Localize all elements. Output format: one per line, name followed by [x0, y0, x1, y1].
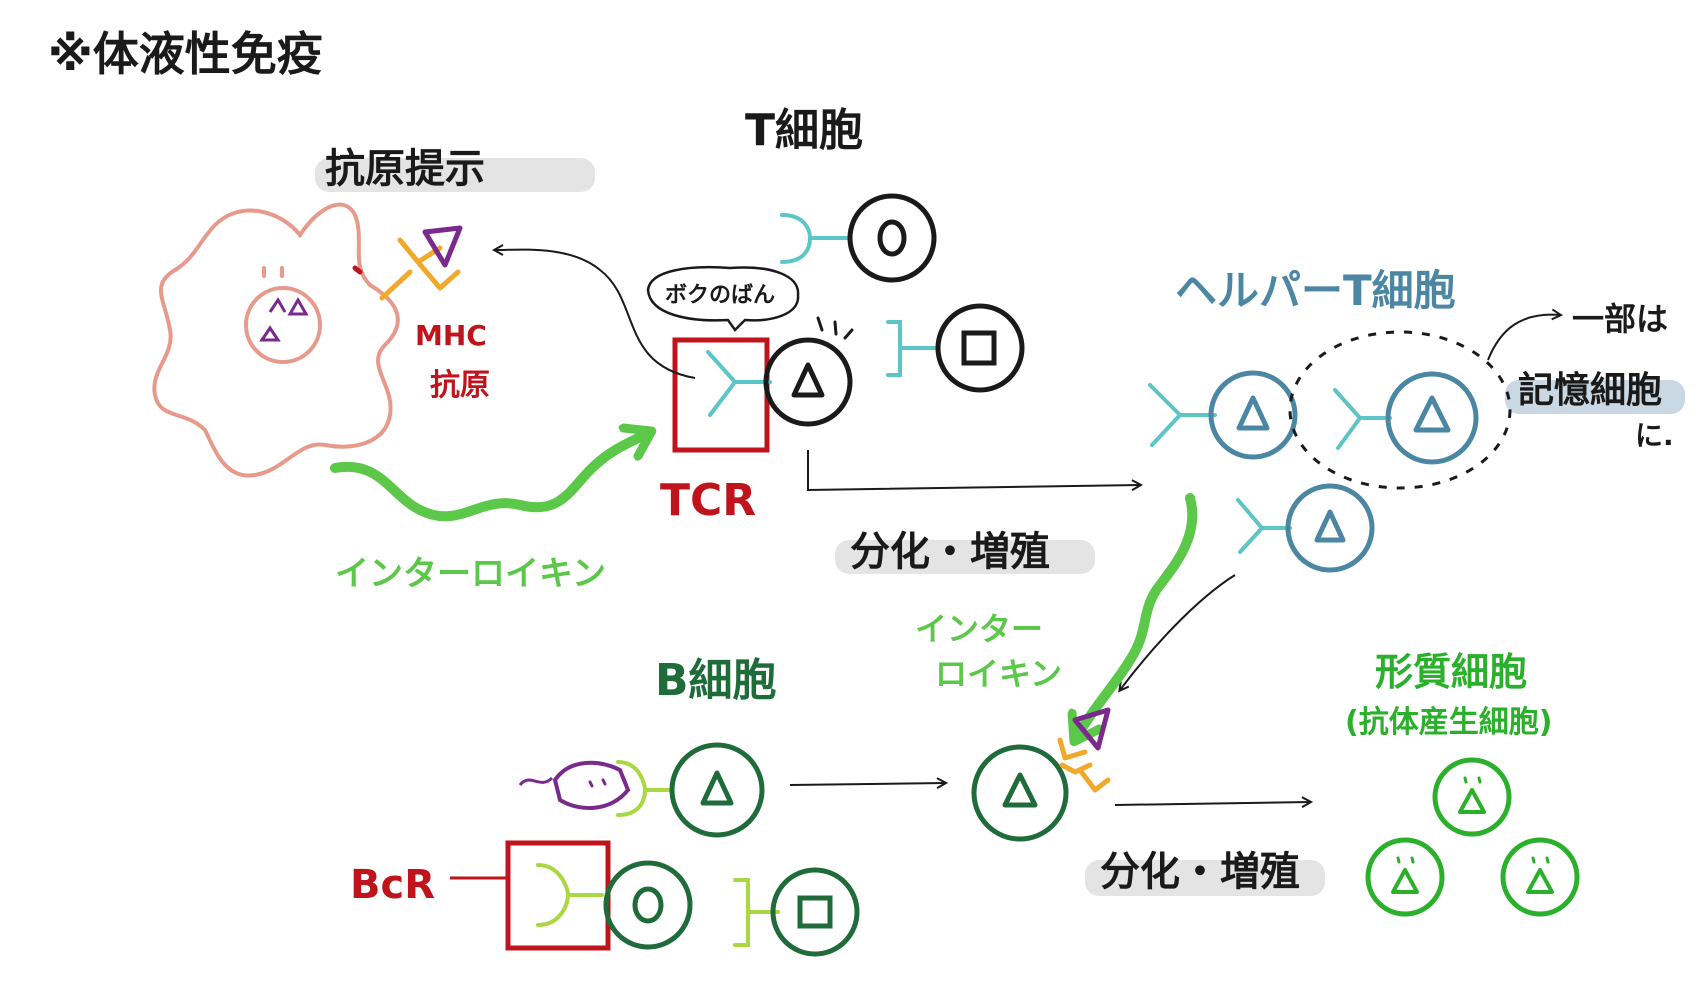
t-cell-1-symbol	[877, 219, 907, 257]
apc-nucleus	[244, 286, 322, 364]
helper-t-2	[1385, 371, 1479, 465]
plasma-cell-1-symbol	[1458, 788, 1486, 814]
activated-b-cell-antigen	[1072, 707, 1111, 751]
label-mhc: MHC	[415, 319, 487, 352]
antigen-pathogen-tail	[518, 776, 554, 787]
label-b-cell: B細胞	[655, 655, 777, 706]
label-interleukin-1: インターロイキン	[335, 554, 606, 594]
antigen-pathogen	[552, 760, 631, 810]
label-bcr: BcR	[350, 862, 435, 908]
apc-red-dot	[352, 265, 363, 275]
interleukin-arrow-1	[330, 432, 650, 522]
helper-t-3-symbol	[1314, 509, 1346, 543]
plasma-cell-2-dots	[1396, 856, 1415, 864]
highlight-diff-prolif-1	[835, 540, 1095, 574]
label-antibody-cell: (抗体産生細胞)	[1345, 705, 1552, 740]
t-cell-1	[847, 193, 937, 283]
label-plasma-cell: 形質細胞	[1375, 650, 1527, 694]
label-interleukin-2b: ロイキン	[935, 655, 1062, 693]
t-cell-3-receptor	[886, 320, 940, 377]
b-cell-2-receptor	[536, 863, 604, 927]
arrow-helper-to-b	[1120, 574, 1236, 690]
helper-t-3-receptor	[1236, 498, 1292, 554]
plasma-cell-3-symbol	[1526, 868, 1554, 894]
activated-b-cell-symbol	[1002, 772, 1038, 808]
plasma-cell-3-dots	[1531, 856, 1550, 864]
arrow-b-cell-activation	[789, 783, 945, 785]
highlight-antigen-presentation	[315, 158, 595, 192]
label-diff-prolif-1: 分化・増殖	[850, 529, 1050, 575]
helper-t-2-receptor	[1333, 388, 1392, 450]
b-cell-1-symbol	[700, 770, 734, 806]
antigen-pathogen-eyes	[588, 778, 607, 788]
plasma-cell-1-dots	[1463, 776, 1482, 784]
b-cell-1	[669, 742, 765, 838]
arrow-to-helper-t	[807, 450, 1140, 492]
t-cell-3	[935, 303, 1025, 393]
b-cell-2	[603, 860, 693, 950]
activated-b-cell-mhc	[1057, 737, 1111, 793]
label-diff-prolif-2: 分化・増殖	[1100, 849, 1300, 895]
tcr-box	[672, 337, 770, 453]
label-memory-3: に.	[1635, 419, 1674, 452]
presented-antigen	[422, 225, 463, 268]
helper-t-3	[1285, 483, 1375, 573]
activated-b-cell	[971, 744, 1069, 842]
interleukin-arrow-2	[1075, 493, 1198, 740]
antigen-presenting-cell	[152, 202, 400, 478]
label-memory-2: 記憶細胞	[1518, 370, 1662, 411]
b-cell-1-receptor	[616, 760, 674, 817]
highlight-diff-prolif-2	[1085, 860, 1325, 896]
plasma-cell-3	[1500, 837, 1580, 917]
label-helper-t: ヘルパーT細胞	[1175, 266, 1456, 315]
label-antigen: 抗原	[430, 368, 490, 403]
helper-t-2-symbol	[1413, 395, 1451, 433]
arrow-tcr-to-antigen	[495, 250, 696, 379]
label-memory-1: 一部は	[1572, 300, 1668, 338]
helper-t-1	[1208, 370, 1298, 460]
label-t-cell: T細胞	[745, 105, 863, 156]
label-interleukin-2a: インター	[915, 610, 1043, 648]
b-cell-2-symbol	[632, 886, 664, 924]
t-cell-2-symbol	[791, 362, 825, 398]
speech-bubble-text: ボクのばん	[665, 283, 775, 308]
b-cell-3-symbol	[797, 895, 833, 929]
b-cell-3	[770, 867, 860, 957]
t-cell-2-receptor	[706, 350, 772, 417]
apc-antigen-small-1	[268, 297, 287, 313]
arrow-to-plasma	[1114, 802, 1310, 805]
t-cell-2	[763, 337, 853, 427]
t-cell-3-symbol	[961, 330, 997, 366]
plasma-cell-2-symbol	[1391, 868, 1419, 894]
label-tcr: TCR	[660, 475, 756, 526]
arrow-to-memory-note	[1487, 315, 1560, 361]
plasma-cell-2	[1365, 837, 1445, 917]
highlight-memory-cell	[1505, 380, 1685, 414]
t-cell-1-receptor	[780, 213, 852, 264]
excited-marks	[816, 316, 854, 340]
plasma-cell-1	[1432, 757, 1512, 837]
helper-t-1-receptor	[1148, 383, 1217, 447]
speech-bubble	[646, 265, 800, 332]
helper-t-1-symbol	[1236, 395, 1270, 431]
label-antigen-presentation: 抗原提示	[325, 146, 485, 192]
page-title: ※体液性免疫	[48, 27, 323, 81]
memory-cell-dashed-outline	[1288, 330, 1512, 490]
apc-antigen-small-3	[259, 325, 281, 342]
apc-antigen-small-2	[287, 296, 309, 316]
mhc-molecule	[379, 237, 461, 301]
